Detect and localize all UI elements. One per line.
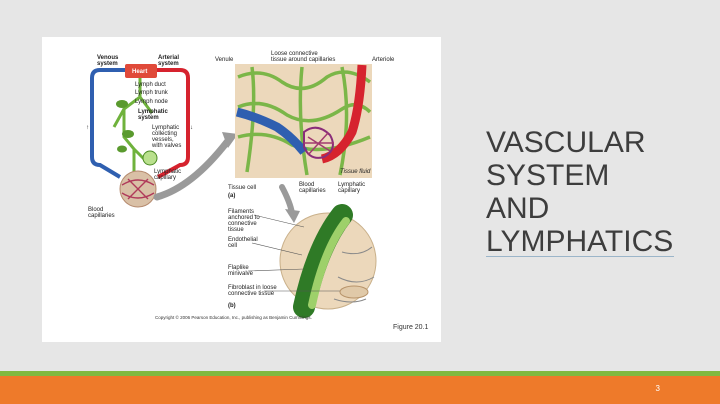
venule-label: Venule [215, 57, 234, 63]
lymph-node-label: Lymph node [135, 99, 168, 105]
flow-arrow-up-icon: ↑ [86, 125, 89, 131]
flow-arrow-down-icon: ↓ [190, 125, 193, 131]
lymph-duct-label: Lymph duct [135, 82, 166, 88]
valve-inset [142, 150, 158, 166]
zoom-arrow-b [279, 184, 295, 216]
part-a-label: (a) [228, 193, 235, 199]
title-line-4: LYMPHATICS [486, 225, 674, 258]
fibroblast-cell [339, 285, 369, 299]
lymph-node-2 [122, 130, 134, 138]
copyright-text: Copyright © 2006 Pearson Education, Inc.… [155, 314, 312, 320]
arteriole-label: Arteriole [372, 57, 395, 63]
lymph-capillary-inner [308, 217, 350, 309]
tissue-cell-label: Tissue cell [228, 185, 256, 191]
zoom-arrow-a [153, 138, 231, 201]
figure-number: Figure 20.1 [393, 324, 429, 331]
venule-vessel [235, 107, 308, 155]
footer-bar [0, 376, 720, 404]
heart-shape [125, 64, 157, 78]
lymph-node-1 [116, 100, 128, 108]
lymph-capillary-detail [293, 204, 353, 318]
lymph-trunk-label: Lymph trunk [135, 90, 169, 96]
lymph-node-3 [117, 145, 127, 153]
zoom-arrowhead-a [222, 132, 238, 148]
leader-lines [247, 214, 340, 292]
capillary-network [303, 126, 334, 159]
capillary-mesh [121, 178, 155, 200]
venous-vessel [90, 68, 130, 179]
part-b-label: (b) [228, 303, 236, 309]
footer-accent-bar [0, 371, 720, 376]
page-number: 3 [655, 384, 660, 393]
zoom-arrowhead-b [285, 209, 300, 223]
slide-title: VASCULAR SYSTEM AND LYMPHATICS [486, 126, 716, 258]
heart-label: Heart [132, 69, 147, 75]
title-line-1: VASCULAR [486, 126, 646, 159]
capillary-cross [304, 132, 334, 156]
title-underline [486, 256, 674, 257]
anchoring-filaments [333, 246, 375, 303]
title-line-3: AND [486, 192, 550, 225]
arteriole-vessel [320, 64, 367, 164]
title-line-2: SYSTEM [486, 159, 610, 192]
tissue-fluid-label: Tissue fluid [340, 169, 371, 175]
lymph-vessels [112, 78, 154, 177]
arterial-vessel [154, 68, 190, 179]
